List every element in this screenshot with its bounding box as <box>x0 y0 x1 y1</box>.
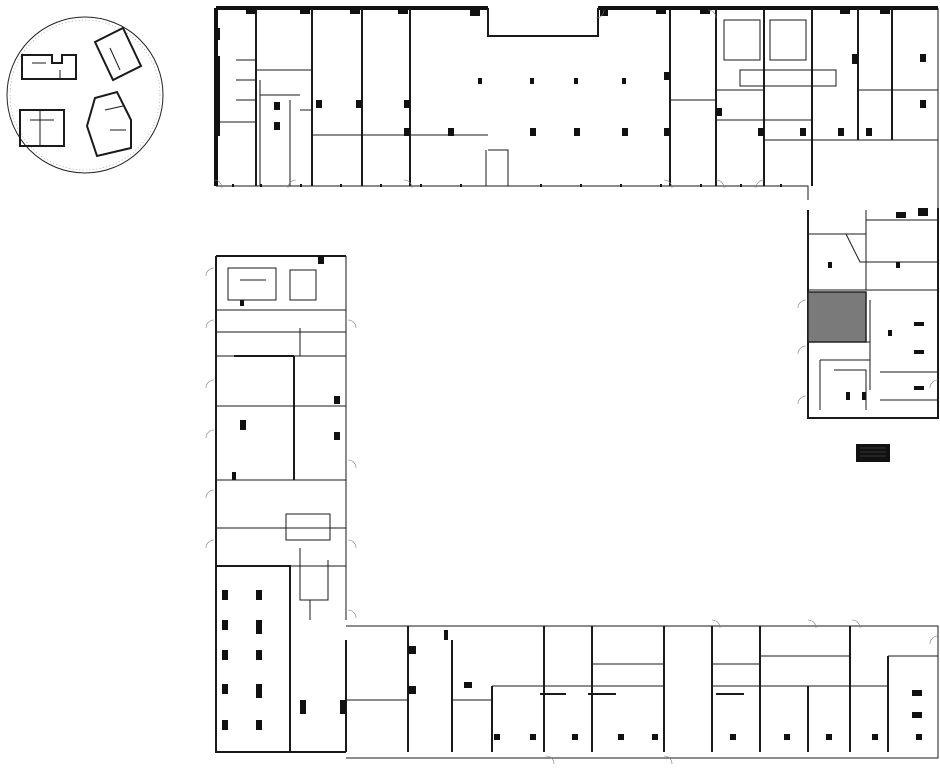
bottom-wing <box>300 619 939 765</box>
key-plan-buildings <box>19 26 143 158</box>
selected-unit[interactable] <box>807 291 867 343</box>
top-wing <box>213 6 939 208</box>
left-wing <box>205 255 357 753</box>
key-plan-circle <box>6 16 164 174</box>
right-wing <box>797 208 939 419</box>
legend-swatch <box>856 444 890 462</box>
